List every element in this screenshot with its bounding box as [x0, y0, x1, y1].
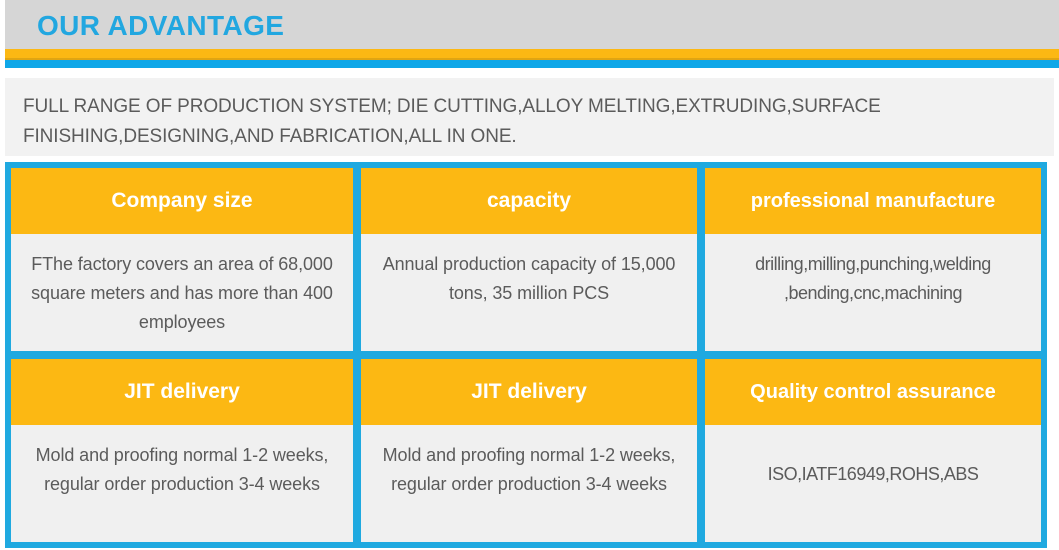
card-body: Mold and proofing normal 1-2 weeks, regu…	[361, 425, 697, 542]
description-text: FULL RANGE OF PRODUCTION SYSTEM; DIE CUT…	[23, 96, 881, 147]
advantage-card-grid: Company size FThe factory covers an area…	[5, 162, 1047, 548]
card-body-text: FThe factory covers an area of 68,000 sq…	[31, 254, 333, 332]
header-blue-stripe	[5, 60, 1059, 68]
header-banner: OUR ADVANTAGE	[0, 0, 1059, 68]
header-orange-stripe	[5, 49, 1059, 58]
advantage-card-jit-delivery-2[interactable]: JIT delivery Mold and proofing normal 1-…	[361, 359, 697, 542]
card-body: ISO,IATF16949,ROHS,ABS	[705, 425, 1041, 542]
card-title: Company size	[11, 168, 353, 234]
card-body: FThe factory covers an area of 68,000 sq…	[11, 234, 353, 351]
card-title: capacity	[361, 168, 697, 234]
card-body-text: Mold and proofing normal 1-2 weeks, regu…	[35, 445, 329, 494]
card-body-text: drilling,milling,punching,welding ,bendi…	[755, 254, 991, 303]
advantage-card-company-size[interactable]: Company size FThe factory covers an area…	[11, 168, 353, 351]
description-panel: FULL RANGE OF PRODUCTION SYSTEM; DIE CUT…	[5, 78, 1054, 156]
card-title: JIT delivery	[361, 359, 697, 425]
card-body-text: Annual production capacity of 15,000 ton…	[382, 254, 676, 303]
card-body-text: Mold and proofing normal 1-2 weeks, regu…	[382, 445, 676, 494]
header-amber-hairline	[5, 58, 1059, 60]
advantage-card-capacity[interactable]: capacity Annual production capacity of 1…	[361, 168, 697, 351]
card-title: professional manufacture	[705, 168, 1041, 234]
card-row: JIT delivery Mold and proofing normal 1-…	[11, 359, 1041, 542]
card-body: Mold and proofing normal 1-2 weeks, regu…	[11, 425, 353, 542]
advantage-card-quality-control[interactable]: Quality control assurance ISO,IATF16949,…	[705, 359, 1041, 542]
header-gray-band	[5, 0, 1059, 49]
card-body-text: ISO,IATF16949,ROHS,ABS	[767, 464, 979, 484]
card-title: JIT delivery	[11, 359, 353, 425]
card-body: drilling,milling,punching,welding ,bendi…	[705, 234, 1041, 351]
card-body: Annual production capacity of 15,000 ton…	[361, 234, 697, 351]
advantage-card-jit-delivery-1[interactable]: JIT delivery Mold and proofing normal 1-…	[11, 359, 353, 542]
card-title: Quality control assurance	[705, 359, 1041, 425]
advantage-card-professional-manufacture[interactable]: professional manufacture drilling,millin…	[705, 168, 1041, 351]
page-title: OUR ADVANTAGE	[37, 10, 285, 41]
card-row: Company size FThe factory covers an area…	[11, 168, 1041, 351]
